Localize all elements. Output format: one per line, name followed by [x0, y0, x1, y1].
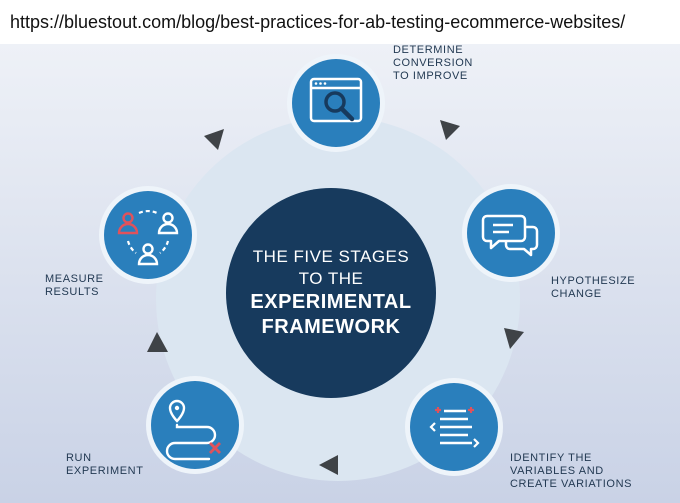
cycle-arrow-4 — [144, 330, 170, 356]
stage-measure-results — [104, 191, 192, 279]
arrow-left-icon — [319, 455, 338, 475]
users-cycle-icon — [117, 210, 179, 266]
stage-identify-variables — [410, 383, 498, 471]
center-line-3: EXPERIMENTAL — [250, 291, 412, 313]
arrow-right-down-icon — [440, 120, 460, 140]
center-line-1: THE FIVE STAGES — [252, 247, 410, 266]
route-map-icon — [165, 399, 221, 461]
center-title-circle: THE FIVE STAGES TO THE EXPERIMENTAL FRAM… — [226, 188, 436, 398]
arrow-down-icon — [504, 328, 524, 349]
cycle-arrow-2 — [500, 325, 526, 351]
stage-label-run: RUN EXPERIMENT — [66, 452, 144, 477]
chat-bubbles-icon — [481, 214, 539, 257]
stage-label-measure: MEASURE RESULTS — [45, 273, 104, 298]
arrow-up-icon — [147, 332, 168, 352]
stage-label-identify: IDENTIFY THE VARIABLES AND CREATE VARIAT… — [510, 452, 633, 490]
arrow-up-right-icon — [204, 129, 224, 150]
cycle-arrow-5 — [202, 127, 228, 153]
url-text: https://bluestout.com/blog/best-practice… — [10, 12, 626, 32]
center-line-2: TO THE — [298, 269, 364, 288]
stage-hypothesize-change — [467, 189, 555, 277]
url-bar: https://bluestout.com/blog/best-practice… — [0, 0, 680, 44]
stage-run-experiment — [151, 381, 239, 469]
stage-determine-conversion — [292, 59, 380, 147]
stage-label-hypothesize: HYPOTHESIZE CHANGE — [551, 275, 636, 300]
browser-search-icon — [309, 77, 363, 123]
cycle-arrow-1 — [437, 117, 463, 143]
cycle-arrow-3 — [316, 452, 342, 478]
stage-label-determine: DETERMINE CONVERSION TO IMPROVE — [393, 44, 473, 82]
variables-list-icon — [429, 407, 480, 448]
center-line-4: FRAMEWORK — [261, 316, 401, 338]
